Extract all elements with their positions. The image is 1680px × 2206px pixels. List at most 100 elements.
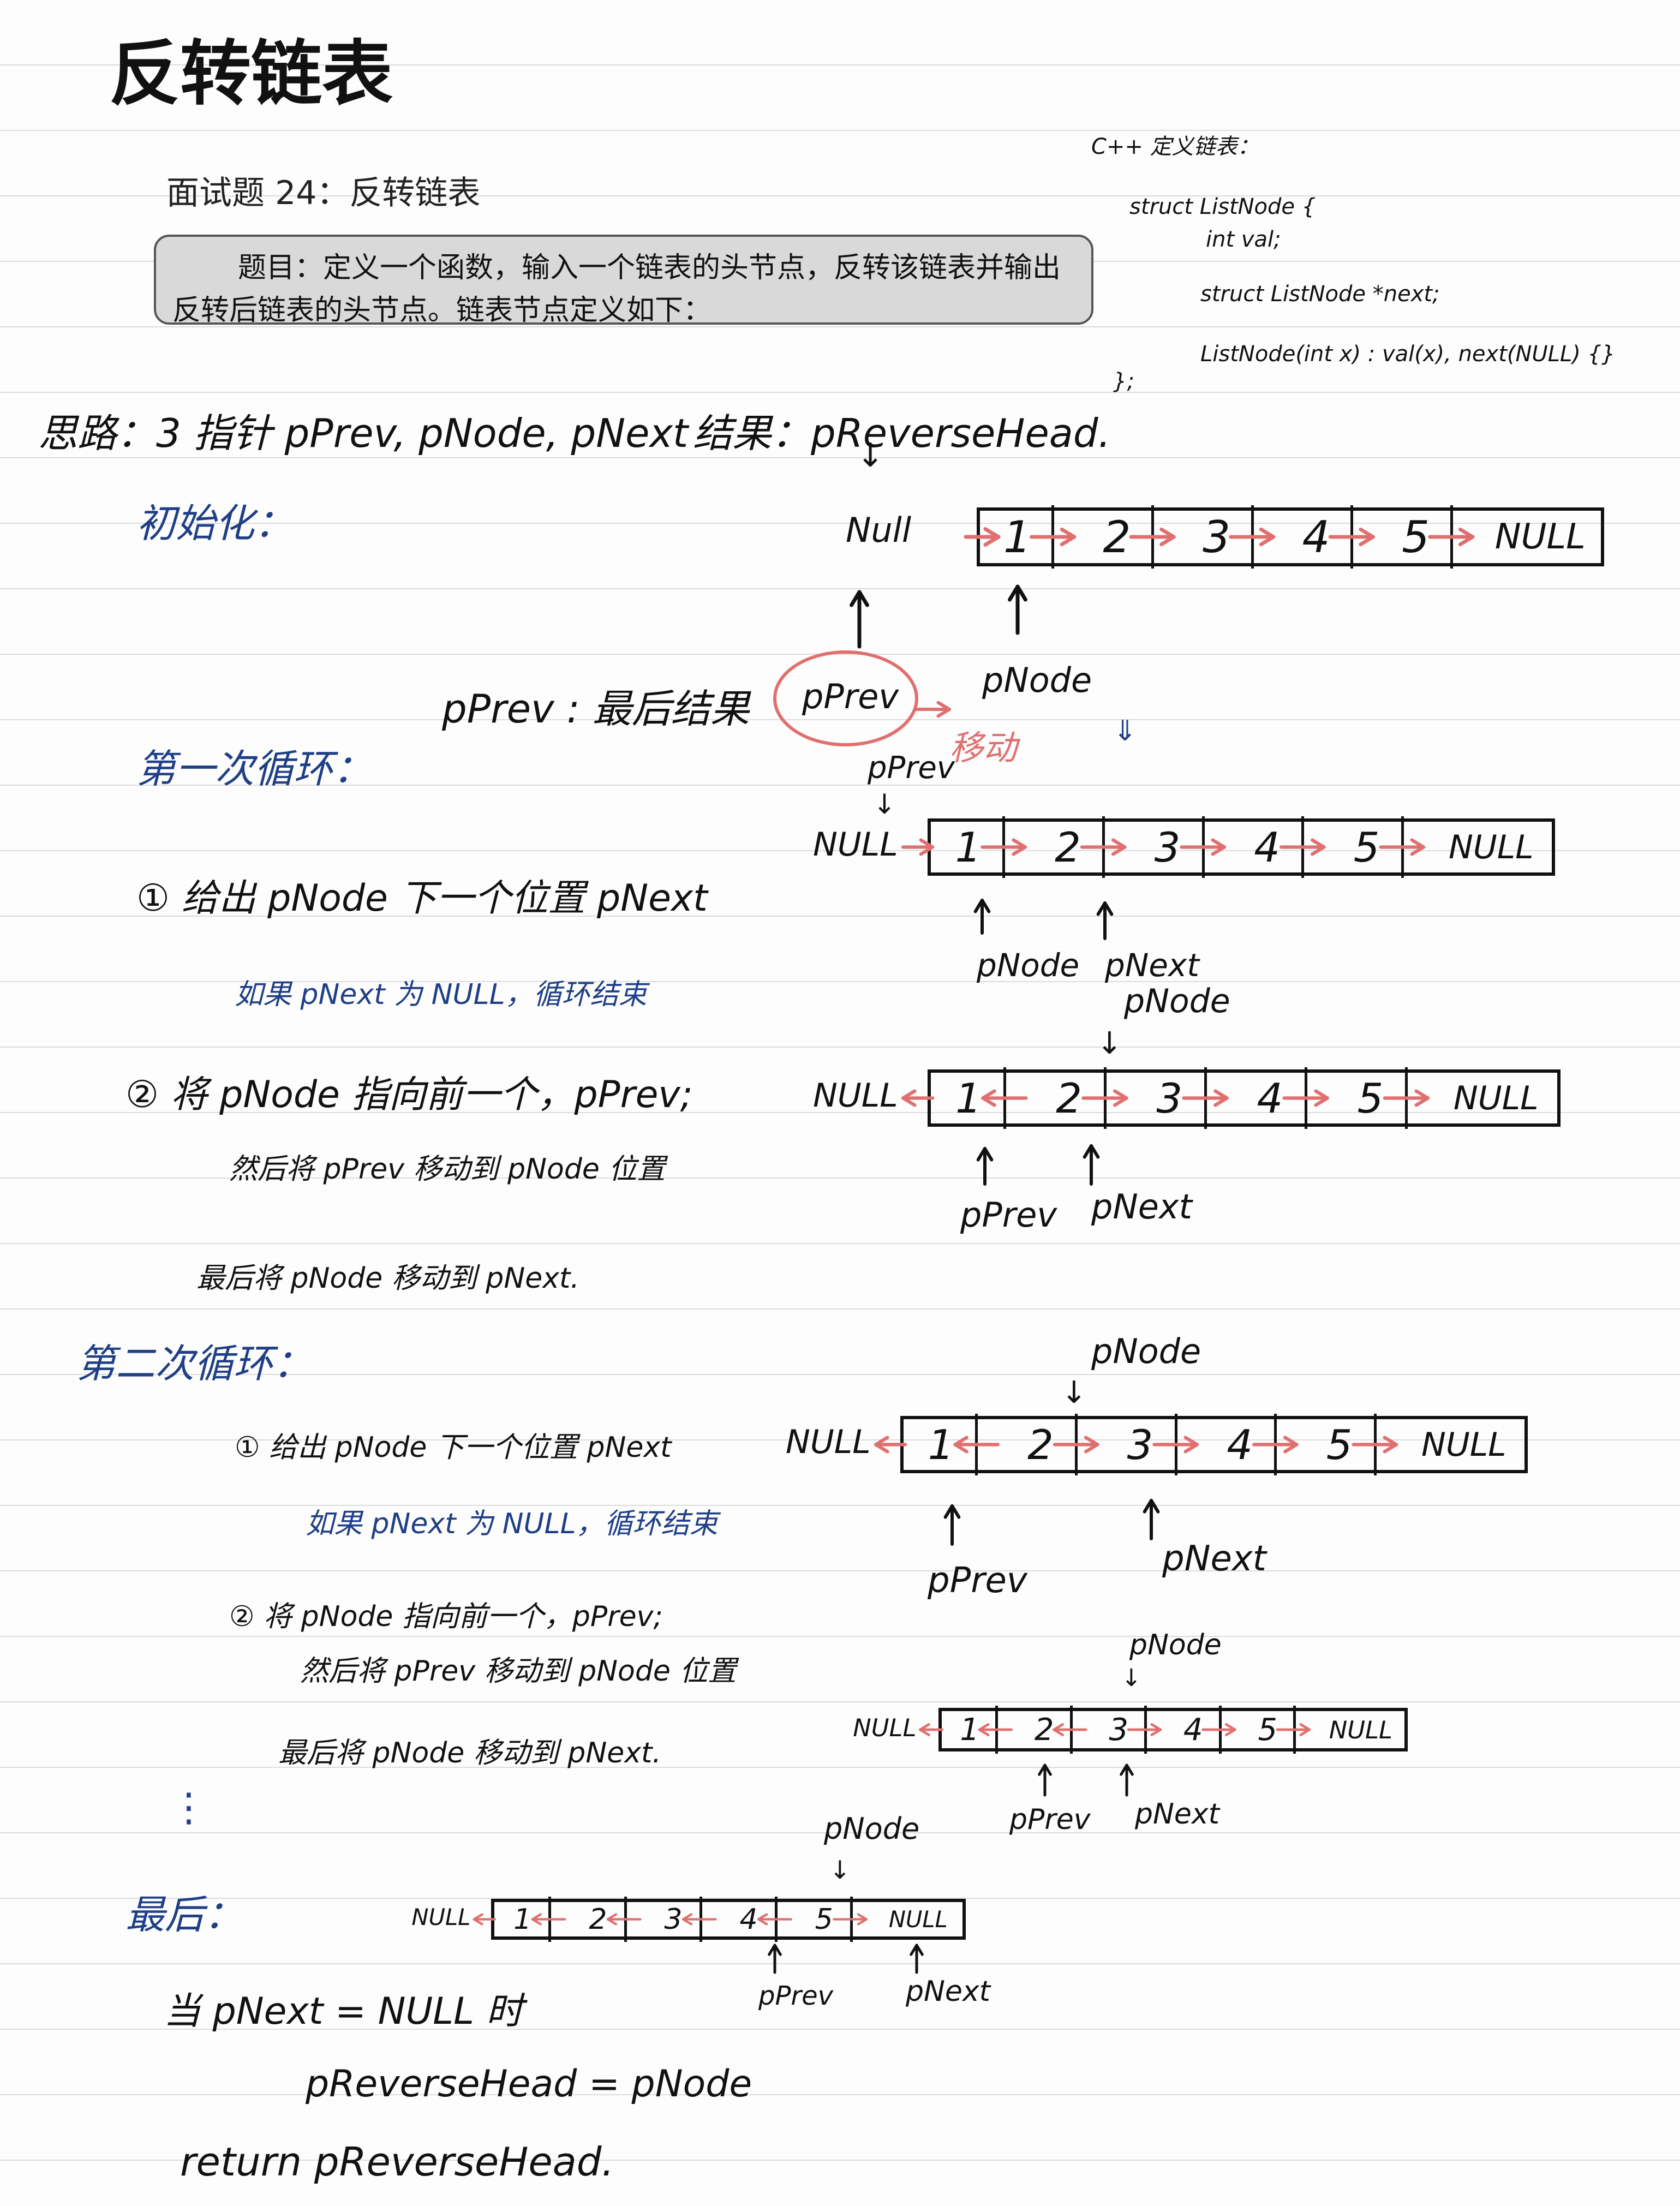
list-node-2: 2	[1034, 1712, 1054, 1748]
node-divider	[850, 1897, 853, 1942]
pointer-up-arrow-head	[768, 1944, 776, 1956]
pointer-up-arrow-head	[1038, 1763, 1047, 1776]
list-node-1: 1	[955, 1074, 982, 1122]
loop1-step1: ① 给出 pNode 下一个位置 pNext	[136, 877, 708, 920]
ptr-pnext: pNext	[1162, 1539, 1266, 1579]
list-node-3: 3	[1154, 823, 1181, 871]
cpp-heading: C++ 定义链表：	[1091, 134, 1259, 159]
init-move: 移动	[949, 728, 1018, 768]
ellipsis: ⋮	[169, 1784, 208, 1830]
node-divider	[1174, 1414, 1177, 1475]
down-arrow-icon: ↓	[1061, 1375, 1087, 1410]
down-arrow-icon: ↓	[1121, 1664, 1141, 1692]
ptr-pprev: pPrev	[1009, 1803, 1091, 1836]
list-node-1: 1	[955, 823, 982, 871]
ptr-pprev: pPrev	[758, 1981, 834, 2011]
node-divider	[1301, 816, 1305, 878]
pointer-up-arrow-head	[1125, 1763, 1134, 1776]
ptr-pnode: pNode	[1124, 982, 1230, 1020]
cpp-line-4: ListNode(int x) : val(x), next(NULL) {}	[1200, 342, 1616, 367]
list-node-1: 1	[928, 1420, 954, 1469]
pointer-up-arrow-head	[773, 1944, 782, 1956]
list-node-3: 3	[1127, 1420, 1153, 1469]
ptr-pnext: pNext	[906, 1975, 991, 2008]
move-arrow-head	[936, 708, 951, 718]
ptr-pnode: pNode	[1091, 1331, 1201, 1371]
list-node-5: 5	[815, 1903, 833, 1936]
node-divider	[1450, 505, 1453, 569]
node-divider	[1218, 1706, 1222, 1754]
pointer-up-arrow-head	[1103, 901, 1114, 916]
list-node-2: 2	[1103, 511, 1131, 563]
node-divider	[1405, 1067, 1408, 1129]
list-node-4: 4	[1227, 1420, 1253, 1469]
loop1-step3: 最后将 pNode 移动到 pNext.	[196, 1262, 579, 1295]
pointer-up-arrow-head	[857, 590, 869, 607]
node-divider	[1069, 1706, 1073, 1754]
list-node-3: 3	[1109, 1712, 1129, 1748]
list-node-2: 2	[1055, 823, 1081, 871]
pointer-up-arrow-head	[1043, 1763, 1052, 1776]
down-arrow-icon: ↓	[829, 1855, 851, 1885]
loop2-step3: 最后将 pNode 移动到 pNext.	[278, 1737, 661, 1769]
ptr-pprev: pPrev	[960, 1195, 1057, 1235]
cpp-line-1: struct ListNode {	[1129, 194, 1316, 219]
pointer-up-arrow-head	[910, 1944, 918, 1956]
init-pprev: pPrev	[802, 677, 899, 716]
idea-result: 结果：pReverseHead.	[693, 410, 1111, 456]
list-node-4: 4	[1183, 1712, 1203, 1748]
pointer-up-arrow-head	[950, 1504, 961, 1519]
cpp-line-2: int val;	[1206, 227, 1281, 252]
init-null: Null	[846, 510, 912, 550]
problem-statement: 题目：定义一个函数，输入一个链表的头节点，反转该链表并输出反转后链表的头节点。链…	[172, 252, 1061, 327]
node-divider	[975, 1414, 978, 1475]
loop2-step1: ① 给出 pNode 下一个位置 pNext	[235, 1431, 672, 1464]
loop1-step1-note: 如果 pNext 为 NULL，循环结束	[235, 978, 647, 1011]
pointer-up-arrow-head	[1083, 1144, 1093, 1159]
ptr-pnode: pNode	[1129, 1629, 1222, 1661]
node-divider	[1003, 1067, 1006, 1129]
ptr-pnext: pNext	[1091, 1187, 1192, 1227]
ptr-pnext: pNext	[1135, 1798, 1220, 1831]
node-divider	[1103, 1067, 1107, 1129]
move-arrow-head	[936, 701, 951, 711]
problem-box: 题目：定义一个函数，输入一个链表的头节点，反转该链表并输出反转后链表的头节点。链…	[154, 235, 1093, 327]
node-divider	[548, 1897, 552, 1942]
final-assign: pReverseHead = pNode	[306, 2062, 752, 2106]
head-null: NULL	[813, 825, 898, 864]
node-divider	[1251, 505, 1254, 569]
node-divider	[1074, 1414, 1078, 1475]
ptr-pprev: pPrev	[928, 1561, 1027, 1601]
pointer-up-arrow-head	[1015, 584, 1027, 602]
list-node-5: 5	[1357, 1074, 1384, 1122]
cpp-line-3: struct ListNode *next;	[1200, 282, 1440, 307]
node-divider	[1274, 1414, 1277, 1475]
pointer-up-arrow-head	[1150, 1499, 1160, 1514]
init-pnode: pNode	[982, 660, 1092, 700]
final-label: 最后：	[125, 1892, 244, 1938]
reverse-link-arrow-head	[874, 1436, 889, 1446]
tail-null: NULL	[1453, 1079, 1539, 1117]
head-null: NULL	[813, 1076, 898, 1115]
head-null: NULL	[853, 1713, 917, 1742]
list-node-1: 1	[1003, 511, 1031, 563]
node-divider	[1304, 1067, 1307, 1129]
list-node-2: 2	[589, 1903, 607, 1936]
down-arrow-icon: ↓	[1097, 1026, 1122, 1061]
tail-null: NULL	[1329, 1715, 1392, 1744]
pointer-up-arrow-head	[1096, 901, 1107, 916]
ptr-pprev: pPrev	[868, 750, 955, 786]
problem-heading: 面试题 24：反转链表	[166, 174, 481, 212]
ptr-pnode: pNode	[977, 947, 1080, 984]
loop1-step2: ② 将 pNode 指向前一个，pPrev;	[125, 1073, 693, 1116]
pointer-up-arrow-head	[1008, 584, 1020, 602]
ptr-pnext: pNext	[1105, 947, 1199, 984]
list-node-2: 2	[1056, 1074, 1083, 1122]
node-divider	[1102, 816, 1105, 878]
pointer-up-arrow-head	[1120, 1763, 1128, 1776]
down-arrow-icon: ↓	[857, 437, 884, 475]
